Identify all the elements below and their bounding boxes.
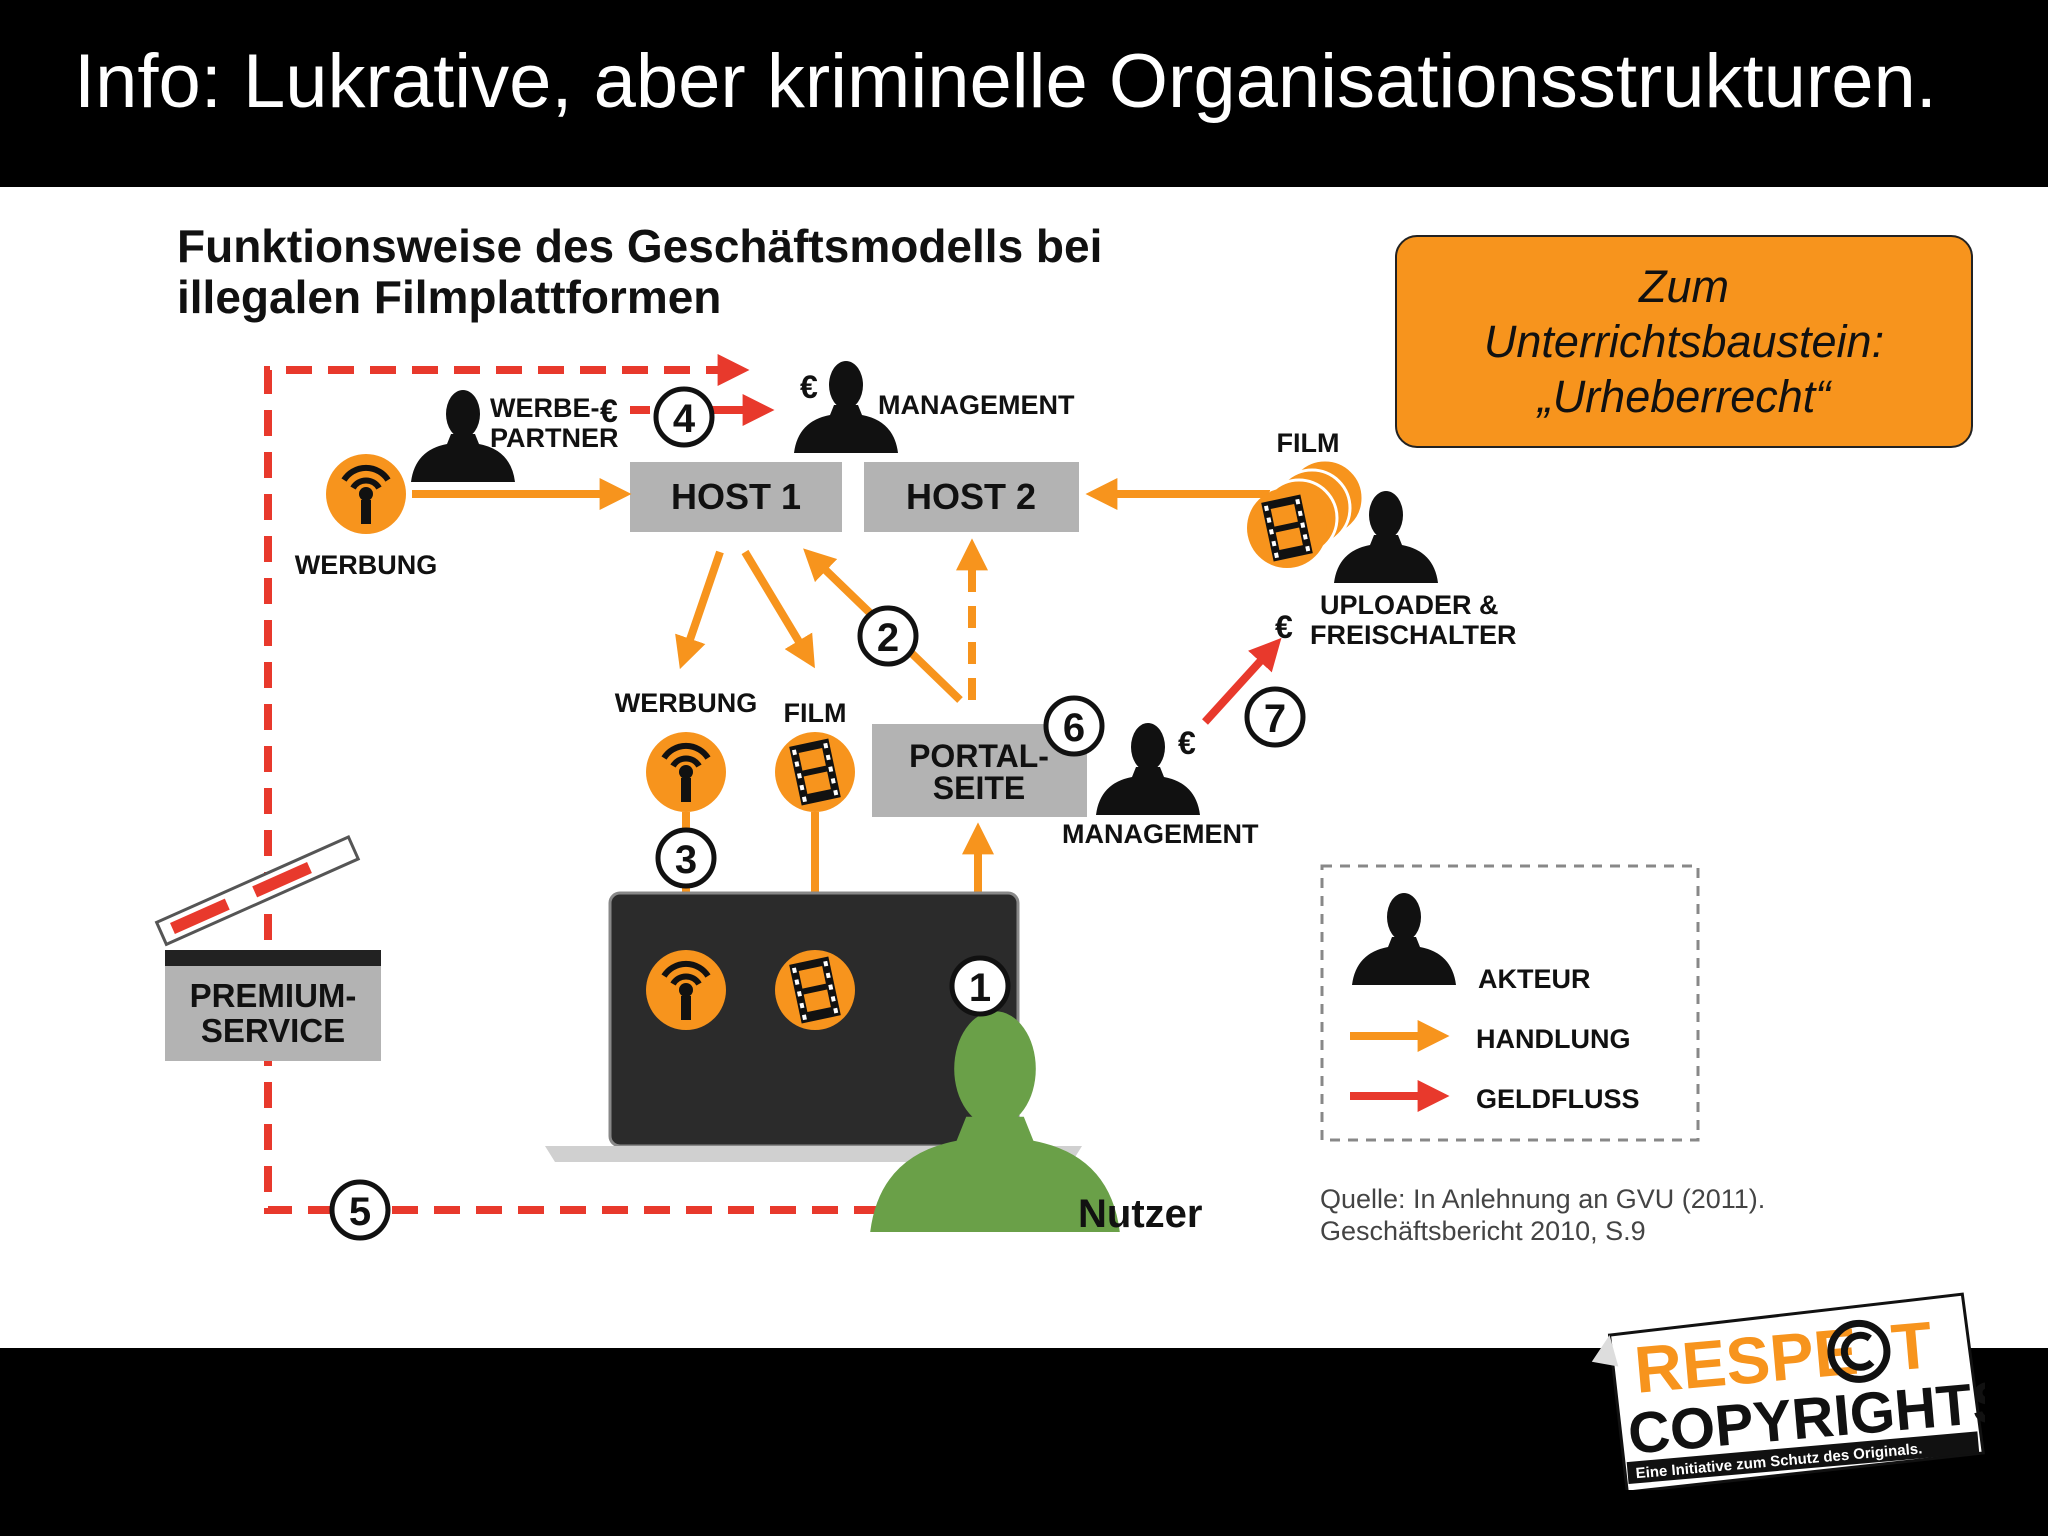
host2-label: HOST 2 [906, 476, 1036, 517]
slide-title: Info: Lukrative, aber kriminelle Organis… [74, 39, 1937, 124]
legend: AKTEUR HANDLUNG GELDFLUSS [1320, 864, 1700, 1142]
source-line1: Quelle: In Anlehnung an GVU (2011). [1320, 1184, 1765, 1214]
respect-copyrights-logo: RESPE T COPYRIGHTS Eine Initiative zum S… [1591, 1292, 1985, 1490]
portal-label-line1: PORTAL- [909, 738, 1049, 774]
callout-line3: „Urheberrecht“ [1537, 371, 1831, 422]
diagram-heading-line1: Funktionsweise des Geschäftsmodells bei [177, 220, 1102, 272]
nutzer-label: Nutzer [1078, 1192, 1202, 1236]
euro-management-mid: € [1178, 725, 1196, 761]
svg-text:6: 6 [1063, 706, 1085, 750]
film-mid-label: FILM [784, 698, 847, 728]
euro-uploader: € [1275, 609, 1293, 645]
money-arrow-7 [1202, 637, 1282, 725]
svg-text:4: 4 [673, 397, 696, 441]
nutzer-person-icon [870, 1011, 1120, 1232]
premium-label-line1: PREMIUM- [190, 977, 357, 1014]
portal-label-line2: SEITE [933, 770, 1025, 806]
film-stack-icon [1247, 458, 1365, 568]
werbepartner-label-line2: PARTNER [490, 423, 619, 453]
step-1: 1 [952, 958, 1008, 1014]
film-right-label: FILM [1277, 428, 1340, 458]
step-2: 2 [860, 608, 916, 664]
step-4: 4 [656, 389, 712, 445]
euro-management-top: € [800, 369, 818, 405]
film-icon-laptop [775, 950, 855, 1030]
werbepartner-label-line1: WERBE- [490, 393, 600, 423]
diagram-heading-line2: illegalen Filmplattformen [177, 271, 721, 323]
legend-akteur-label: AKTEUR [1478, 964, 1591, 994]
svg-text:5: 5 [349, 1190, 371, 1234]
werbung-mid-label: WERBUNG [615, 688, 758, 718]
host2-box [864, 462, 1079, 532]
step-7: 7 [1247, 689, 1303, 745]
premium-label-line2: SERVICE [201, 1012, 345, 1049]
title-bar: Info: Lukrative, aber kriminelle Organis… [0, 0, 2048, 187]
step-5: 5 [332, 1182, 388, 1238]
step-3: 3 [658, 830, 714, 886]
callout-link-urheberrecht[interactable]: Zum Unterrichtsbaustein: „Urheberrecht“ [1395, 235, 1973, 448]
callout-line2: Unterrichtsbaustein: [1483, 316, 1885, 367]
management-top-label: MANAGEMENT [878, 390, 1075, 420]
legend-handlung-label: HANDLUNG [1476, 1024, 1631, 1054]
svg-text:1: 1 [969, 966, 991, 1010]
premium-service-clapper [154, 835, 381, 1061]
host1-label: HOST 1 [671, 476, 801, 517]
host1-box [630, 462, 842, 532]
euro-werbepartner: € [600, 393, 618, 429]
svg-text:2: 2 [877, 616, 899, 660]
step-6: 6 [1046, 698, 1102, 754]
svg-text:7: 7 [1264, 697, 1286, 741]
legend-akteur-icon [1352, 893, 1456, 985]
ad-icon-left [326, 454, 406, 534]
legend-geldfluss-label: GELDFLUSS [1476, 1084, 1640, 1114]
ad-icon-laptop [646, 950, 726, 1030]
werbung-left-label: WERBUNG [295, 550, 438, 580]
callout-line1: Zum [1639, 261, 1729, 312]
film-icon-mid [775, 732, 855, 812]
svg-text:T: T [1888, 1307, 1935, 1384]
source-line2: Geschäftsbericht 2010, S.9 [1320, 1216, 1646, 1246]
money-loop-premium [264, 354, 880, 1214]
uploader-label-line1: UPLOADER & [1320, 590, 1499, 620]
ad-icon-mid [646, 732, 726, 812]
management-mid-label: MANAGEMENT [1062, 819, 1259, 849]
uploader-label-line2: FREISCHALTER [1310, 620, 1517, 650]
svg-text:3: 3 [675, 838, 697, 882]
